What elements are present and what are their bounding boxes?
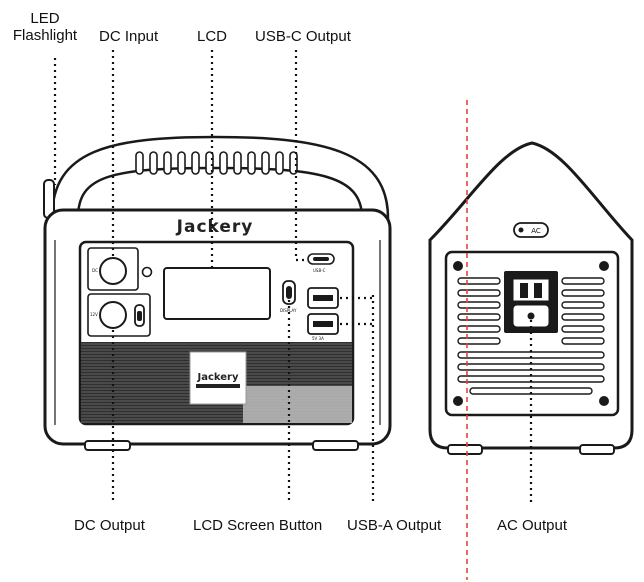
front-brand-text: Jackery bbox=[176, 217, 254, 237]
usb-a-text: 5V 3A bbox=[312, 336, 324, 341]
led-indicator bbox=[141, 266, 153, 278]
side-view: AC bbox=[428, 141, 634, 455]
side-vents-left bbox=[457, 277, 501, 345]
label-usb-a-output: USB-A Output bbox=[347, 517, 442, 534]
front-foot-right bbox=[312, 440, 359, 451]
side-foot-left bbox=[447, 444, 483, 455]
usb-c-text: USB-C bbox=[313, 268, 326, 273]
side-ac-badge-text: AC bbox=[531, 227, 541, 235]
front-badge-text: Jackery bbox=[196, 372, 238, 383]
lcd-screen bbox=[163, 267, 271, 320]
label-ac-output: AC Output bbox=[497, 517, 568, 534]
front-handle bbox=[50, 135, 390, 220]
dc-output-port bbox=[99, 301, 127, 329]
dc-input-port bbox=[99, 257, 127, 285]
dc-input-text: DC bbox=[92, 268, 98, 273]
label-lcd-screen-button: LCD Screen Button bbox=[193, 517, 323, 534]
front-view: Jackery DC 12V DISPLAY USB-C 5V 3 bbox=[43, 135, 392, 451]
label-led-line2: Flashlight bbox=[12, 27, 78, 44]
front-foot-left bbox=[84, 440, 131, 451]
front-badge bbox=[189, 351, 247, 405]
handle-grip bbox=[135, 151, 298, 175]
ac-outlet-switch bbox=[512, 278, 550, 302]
label-dc-output: DC Output bbox=[74, 517, 145, 534]
display-text: DISPLAY bbox=[280, 308, 297, 313]
dc-output-text: 12V bbox=[90, 312, 98, 317]
label-usb-c-output: USB-C Output bbox=[255, 28, 351, 45]
side-ac-badge bbox=[513, 222, 549, 238]
label-lcd: LCD bbox=[197, 28, 228, 45]
callout-lines bbox=[53, 50, 533, 502]
label-led-flashlight: LED Flashlight bbox=[8, 10, 82, 44]
side-foot-right bbox=[579, 444, 615, 455]
label-led-line1: LED bbox=[30, 10, 60, 27]
side-vents-right bbox=[561, 277, 605, 345]
label-dc-input: DC Input bbox=[99, 28, 159, 45]
